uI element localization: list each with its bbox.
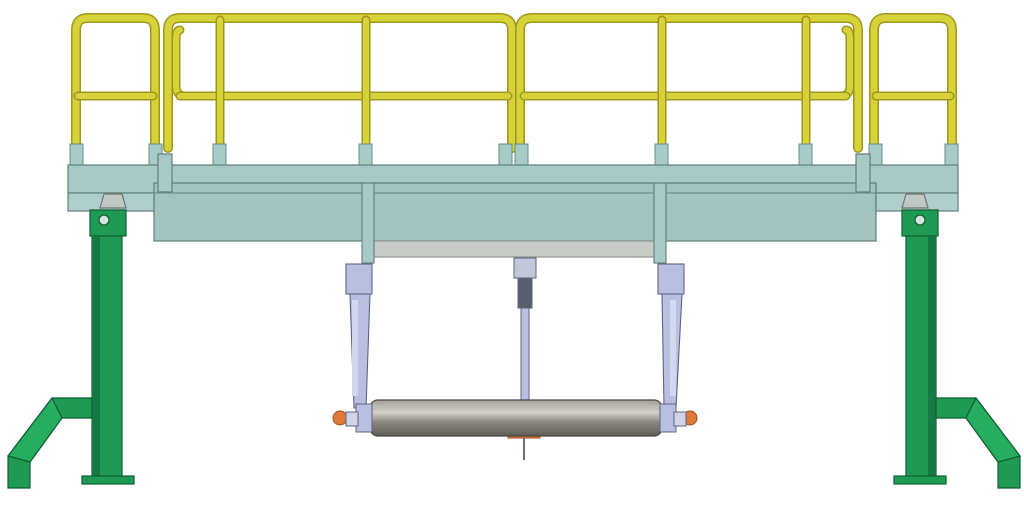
hanger-assembly: [345, 182, 685, 409]
left-support-leg: [6, 193, 135, 489]
railing-section-left: [71, 13, 160, 153]
platform-deck: [67, 153, 959, 258]
railing-section-right: [869, 13, 957, 153]
safety-railing: [71, 13, 957, 153]
railing-post-bases: [69, 143, 959, 167]
right-support-leg: [893, 193, 1022, 489]
railing-section-center-left: [163, 13, 517, 153]
idler-roller: [332, 399, 698, 437]
railing-section-center-right: [515, 13, 863, 153]
